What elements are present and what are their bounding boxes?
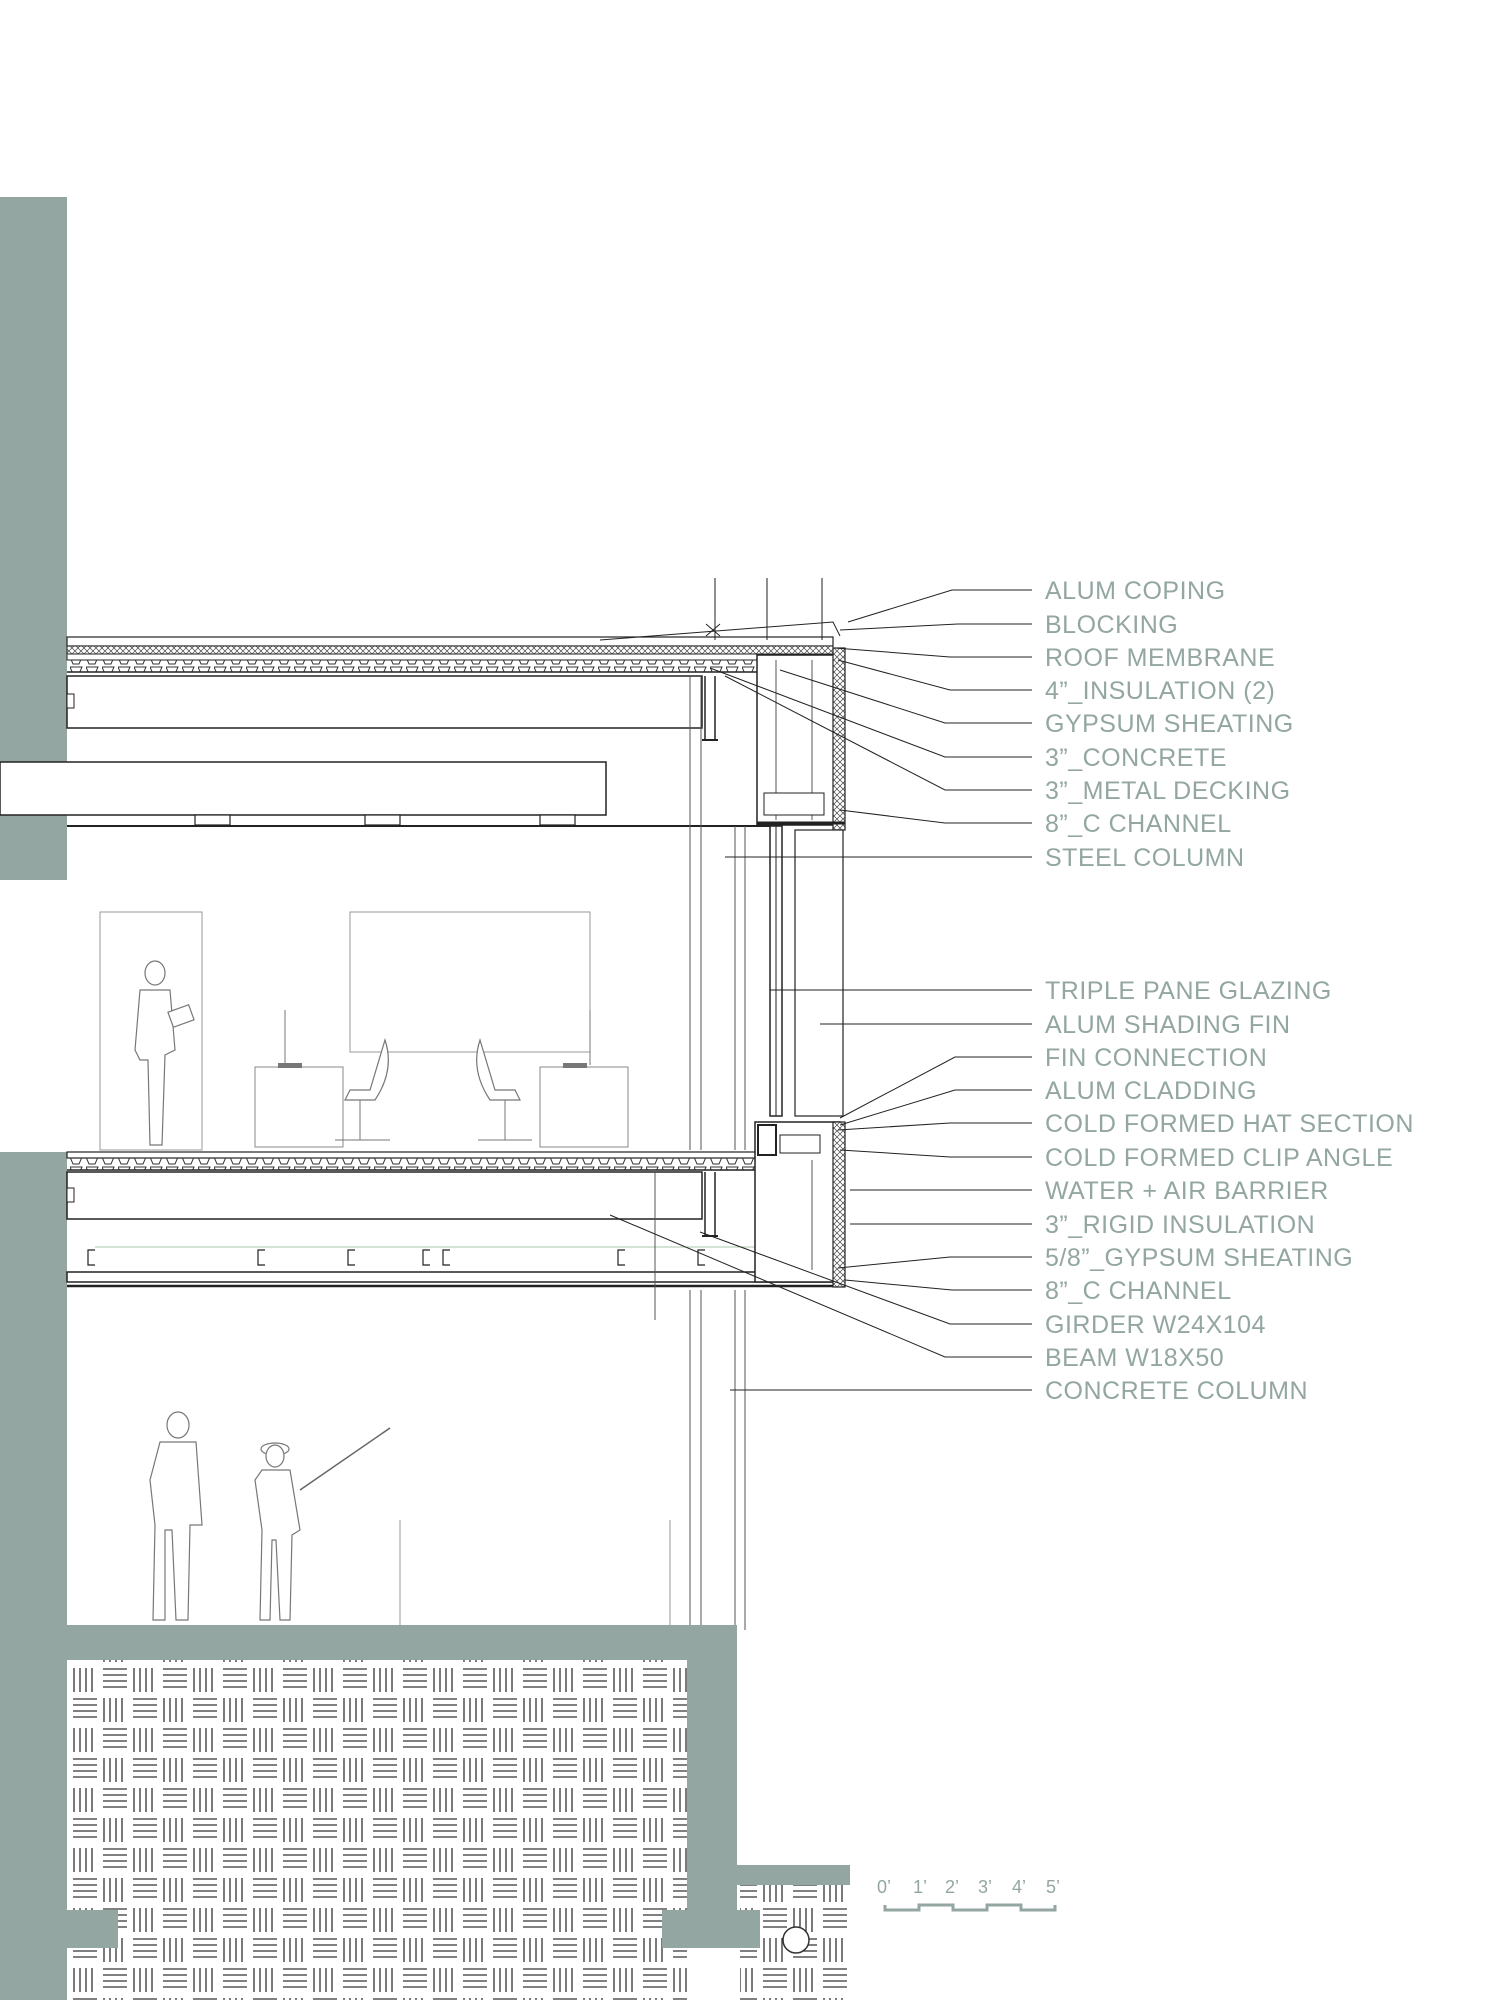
scale-bar: 0’ 1’ 2’ 3’ 4’ 5’	[877, 1877, 1060, 1912]
label-roof-membrane: ROOF MEMBRANE	[1045, 644, 1275, 672]
person-figure-standing	[149, 1411, 203, 1621]
label-c-channel-lower: 8”_C CHANNEL	[1045, 1277, 1232, 1305]
label-gypsum-sheating: GYPSUM SHEATING	[1045, 710, 1294, 738]
upper-floor-room	[67, 676, 844, 1151]
label-beam: BEAM W18X50	[1045, 1344, 1224, 1372]
scale-tick-5: 5’	[1046, 1877, 1060, 1897]
annotation-labels-lower: TRIPLE PANE GLAZING ALUM SHADING FIN FIN…	[1045, 977, 1414, 1405]
foundation	[0, 1625, 850, 2000]
roof-beam-left	[0, 761, 607, 826]
label-concrete: 3”_CONCRETE	[1045, 744, 1227, 772]
label-alum-shading-fin: ALUM SHADING FIN	[1045, 1011, 1291, 1039]
label-alum-coping: ALUM COPING	[1045, 577, 1226, 605]
label-water-air-barrier: WATER + AIR BARRIER	[1045, 1177, 1329, 1205]
label-gypsum-sheating-lower: 5/8”_GYPSUM SHEATING	[1045, 1244, 1353, 1272]
person-figure-clipboard	[134, 960, 195, 1146]
label-cold-formed-hat-section: COLD FORMED HAT SECTION	[1045, 1110, 1414, 1138]
roof-assembly	[66, 578, 846, 831]
label-insulation: 4”_INSULATION (2)	[1045, 677, 1275, 705]
person-figure-pointing	[254, 1427, 391, 1621]
scale-tick-1: 1’	[913, 1877, 927, 1897]
label-alum-cladding: ALUM CLADDING	[1045, 1077, 1257, 1105]
label-cold-formed-clip-angle: COLD FORMED CLIP ANGLE	[1045, 1144, 1393, 1172]
label-triple-pane-glazing: TRIPLE PANE GLAZING	[1045, 977, 1332, 1005]
scale-tick-2: 2’	[945, 1877, 959, 1897]
label-metal-decking: 3”_METAL DECKING	[1045, 777, 1291, 805]
leader-lines	[609, 589, 1032, 1391]
label-c-channel-upper: 8”_C CHANNEL	[1045, 810, 1232, 838]
scale-tick-4: 4’	[1012, 1877, 1026, 1897]
label-concrete-column: CONCRETE COLUMN	[1045, 1377, 1308, 1405]
label-girder: GIRDER W24X104	[1045, 1311, 1266, 1339]
scale-tick-0: 0’	[877, 1877, 891, 1897]
label-blocking: BLOCKING	[1045, 611, 1178, 639]
lower-floor-room	[149, 1290, 746, 1630]
label-fin-connection: FIN CONNECTION	[1045, 1044, 1267, 1072]
left-concrete-wall	[0, 197, 67, 2000]
label-rigid-insulation: 3”_RIGID INSULATION	[1045, 1211, 1315, 1239]
label-steel-column: STEEL COLUMN	[1045, 844, 1245, 872]
scale-tick-3: 3’	[978, 1877, 992, 1897]
floor-slab-assembly	[66, 1121, 846, 1320]
annotation-labels-upper: ALUM COPING BLOCKING ROOF MEMBRANE 4”_IN…	[1045, 577, 1294, 872]
